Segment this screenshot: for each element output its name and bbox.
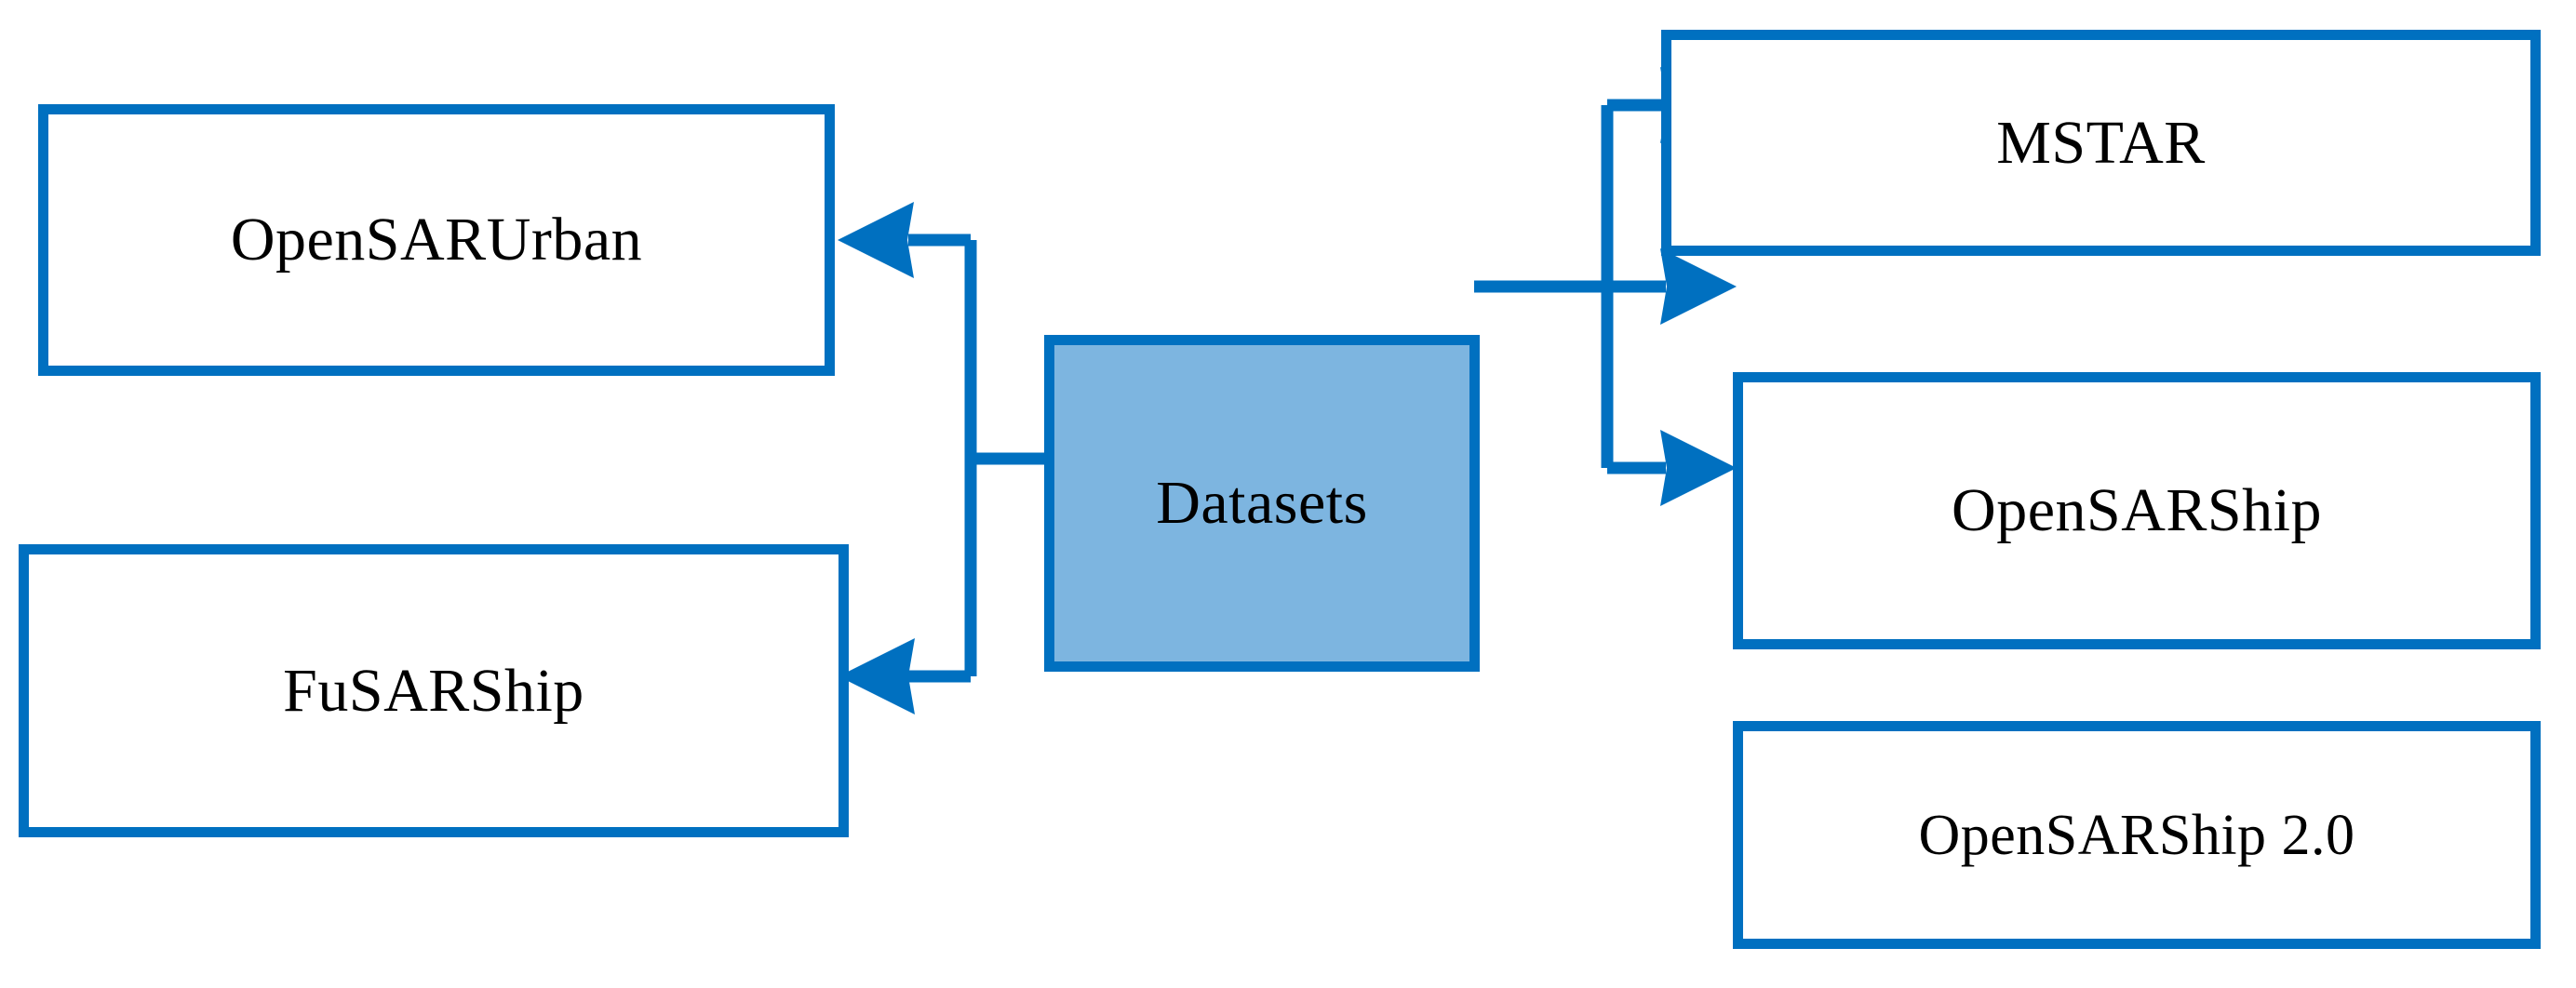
- arrowhead-opensarship: [1660, 248, 1737, 325]
- node-fusarship[interactable]: FuSARShip: [19, 544, 849, 837]
- node-mstar[interactable]: MSTAR: [1661, 30, 2541, 256]
- node-opensarship-label: OpenSARShip: [1952, 476, 2322, 544]
- node-datasets[interactable]: Datasets: [1044, 335, 1480, 672]
- edge-group-left: [838, 202, 1058, 714]
- node-fusarship-label: FuSARShip: [283, 656, 584, 725]
- node-opensarship20-label: OpenSARShip 2.0: [1918, 803, 2355, 867]
- arrowhead-opensarurban: [838, 202, 914, 278]
- node-opensarship20[interactable]: OpenSARShip 2.0: [1733, 721, 2541, 949]
- node-mstar-label: MSTAR: [1996, 108, 2206, 177]
- node-opensarurban[interactable]: OpenSARUrban: [38, 104, 835, 376]
- arrowhead-fusarship: [839, 638, 915, 714]
- node-opensarurban-label: OpenSARUrban: [230, 206, 643, 274]
- node-datasets-label: Datasets: [1156, 469, 1368, 537]
- node-opensarship[interactable]: OpenSARShip: [1733, 372, 2541, 649]
- arrowhead-opensarship20: [1660, 430, 1737, 506]
